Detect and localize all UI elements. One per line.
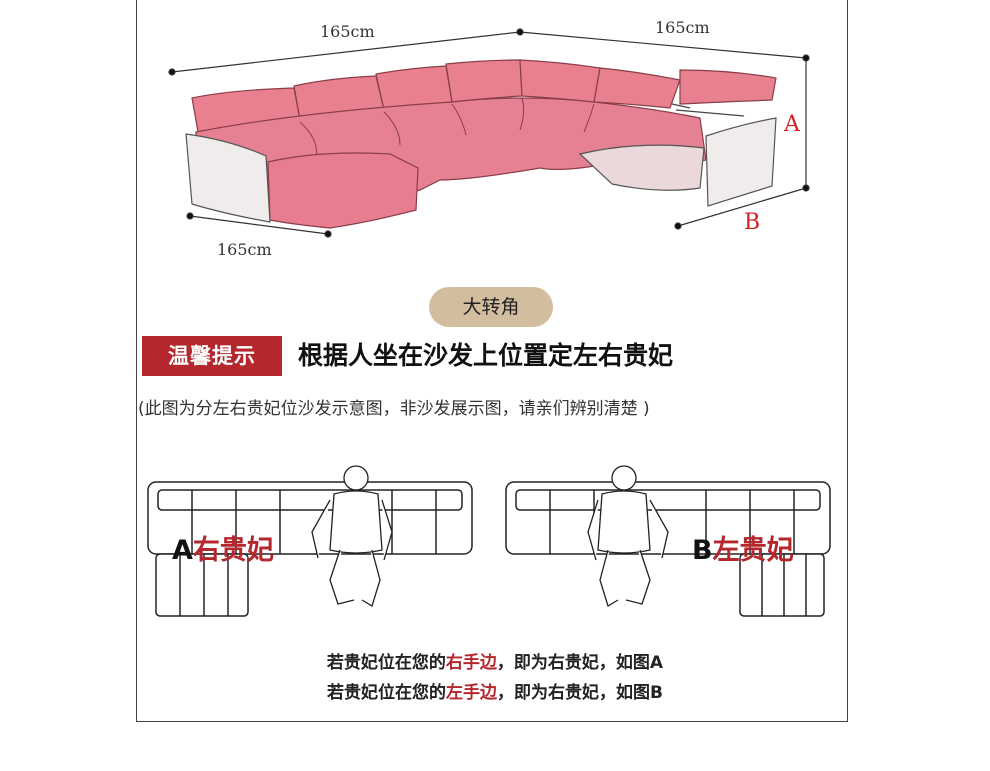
disclaimer-note: (此图为分左右贵妃位沙发示意图，非沙发展示图，请亲们辨别清楚 )	[138, 399, 650, 419]
corner-type-badge: 大转角	[429, 287, 553, 327]
diagram-a-person	[311, 465, 393, 607]
dimension-chaise: 165cm	[217, 240, 272, 259]
sofa-right-arm	[705, 117, 777, 207]
dimension-back-left: 165cm	[320, 22, 375, 41]
diagram-b	[505, 465, 831, 617]
marker-b: B	[744, 210, 761, 235]
sofa-back	[191, 59, 777, 133]
sofa-illustration	[168, 28, 810, 238]
diagram-a	[147, 465, 473, 617]
dimension-back-right: 165cm	[655, 18, 710, 37]
caption-left: 若贵妃位在您的左手边，即为右贵妃，如图B	[327, 683, 663, 703]
sofa-chaise	[267, 152, 419, 229]
diagram-b-label: B左贵妃	[692, 535, 794, 566]
sofa-left-arm	[185, 133, 271, 223]
tip-title: 根据人坐在沙发上位置定左右贵妃	[298, 341, 674, 370]
dimension-lines	[168, 28, 810, 238]
tip-badge: 温馨提示	[142, 336, 282, 376]
sofa-recliner-mechanism	[578, 144, 705, 191]
diagram-a-label: A右贵妃	[172, 535, 274, 566]
caption-right: 若贵妃位在您的右手边，即为右贵妃，如图A	[326, 653, 664, 673]
diagram-b-person	[587, 465, 669, 607]
seat-cushion-lines	[299, 97, 595, 161]
content-frame	[136, 0, 848, 722]
marker-a: A	[784, 112, 800, 137]
diagram-b-sofa	[505, 481, 831, 617]
recliner-headrest-bracket	[671, 103, 745, 117]
